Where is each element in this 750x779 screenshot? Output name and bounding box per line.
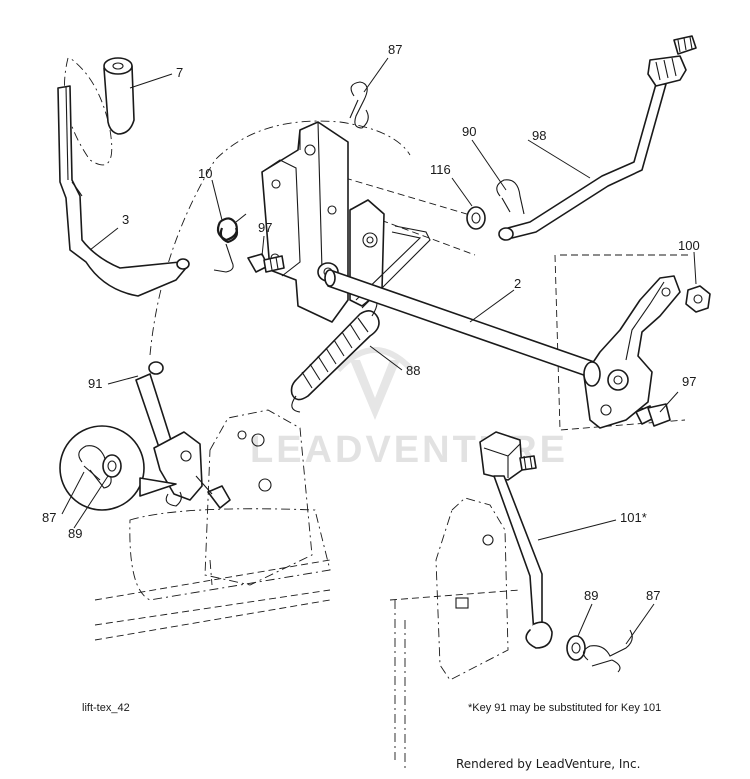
callout-87-top: 87	[388, 42, 402, 57]
washer-part-116	[466, 206, 486, 230]
left-deck-bracket	[129, 409, 331, 601]
callout-3: 3	[122, 212, 129, 227]
torsion-spring-part-10	[213, 213, 247, 273]
right-arm-assembly	[583, 275, 681, 429]
callout-91: 91	[88, 376, 102, 391]
callout-98: 98	[532, 128, 546, 143]
bolt-part-97-lower	[635, 403, 671, 427]
callout-87-bottom: 87	[646, 588, 660, 603]
washer-part-89-bottom	[566, 635, 586, 661]
callout-10: 10	[198, 166, 212, 181]
callout-101: 101*	[620, 510, 647, 525]
lift-link-part-91	[135, 361, 231, 509]
callout-90: 90	[462, 124, 476, 139]
diagram-id-label: lift-tex_42	[82, 702, 130, 714]
callout-116: 116	[430, 162, 451, 177]
hairpin-part-87-bottom	[582, 629, 633, 673]
substitution-note: *Key 91 may be substituted for Key 101	[468, 702, 661, 714]
hairpin-part-90	[496, 179, 525, 215]
callout-97-lower: 97	[682, 374, 696, 389]
callout-88: 88	[406, 363, 420, 378]
lift-lever-part-3	[57, 85, 190, 297]
bolt-part-97-upper	[247, 253, 285, 273]
hairpin-part-87-top	[349, 81, 369, 129]
render-credit: Rendered by LeadVenture, Inc.	[456, 757, 640, 771]
callout-7: 7	[176, 65, 183, 80]
nut-part-100	[685, 285, 711, 313]
grip-part-7	[103, 57, 135, 135]
callout-labels: 7 87 90 98 116 10 97 3 100 2 88 91 97 87…	[42, 42, 700, 603]
callout-89-bottom: 89	[584, 588, 598, 603]
callout-97-upper: 97	[258, 220, 272, 235]
lift-link-part-101	[479, 431, 553, 649]
callout-89-inset: 89	[68, 526, 82, 541]
right-deck-bracket	[394, 497, 509, 770]
inset-detail-circle	[59, 425, 177, 511]
leader-lines	[61, 57, 697, 645]
callout-100: 100	[678, 238, 700, 253]
callout-2: 2	[514, 276, 521, 291]
callout-87-inset: 87	[42, 510, 56, 525]
lift-link-part-98	[498, 35, 697, 241]
extension-spring-part-88	[290, 295, 380, 413]
